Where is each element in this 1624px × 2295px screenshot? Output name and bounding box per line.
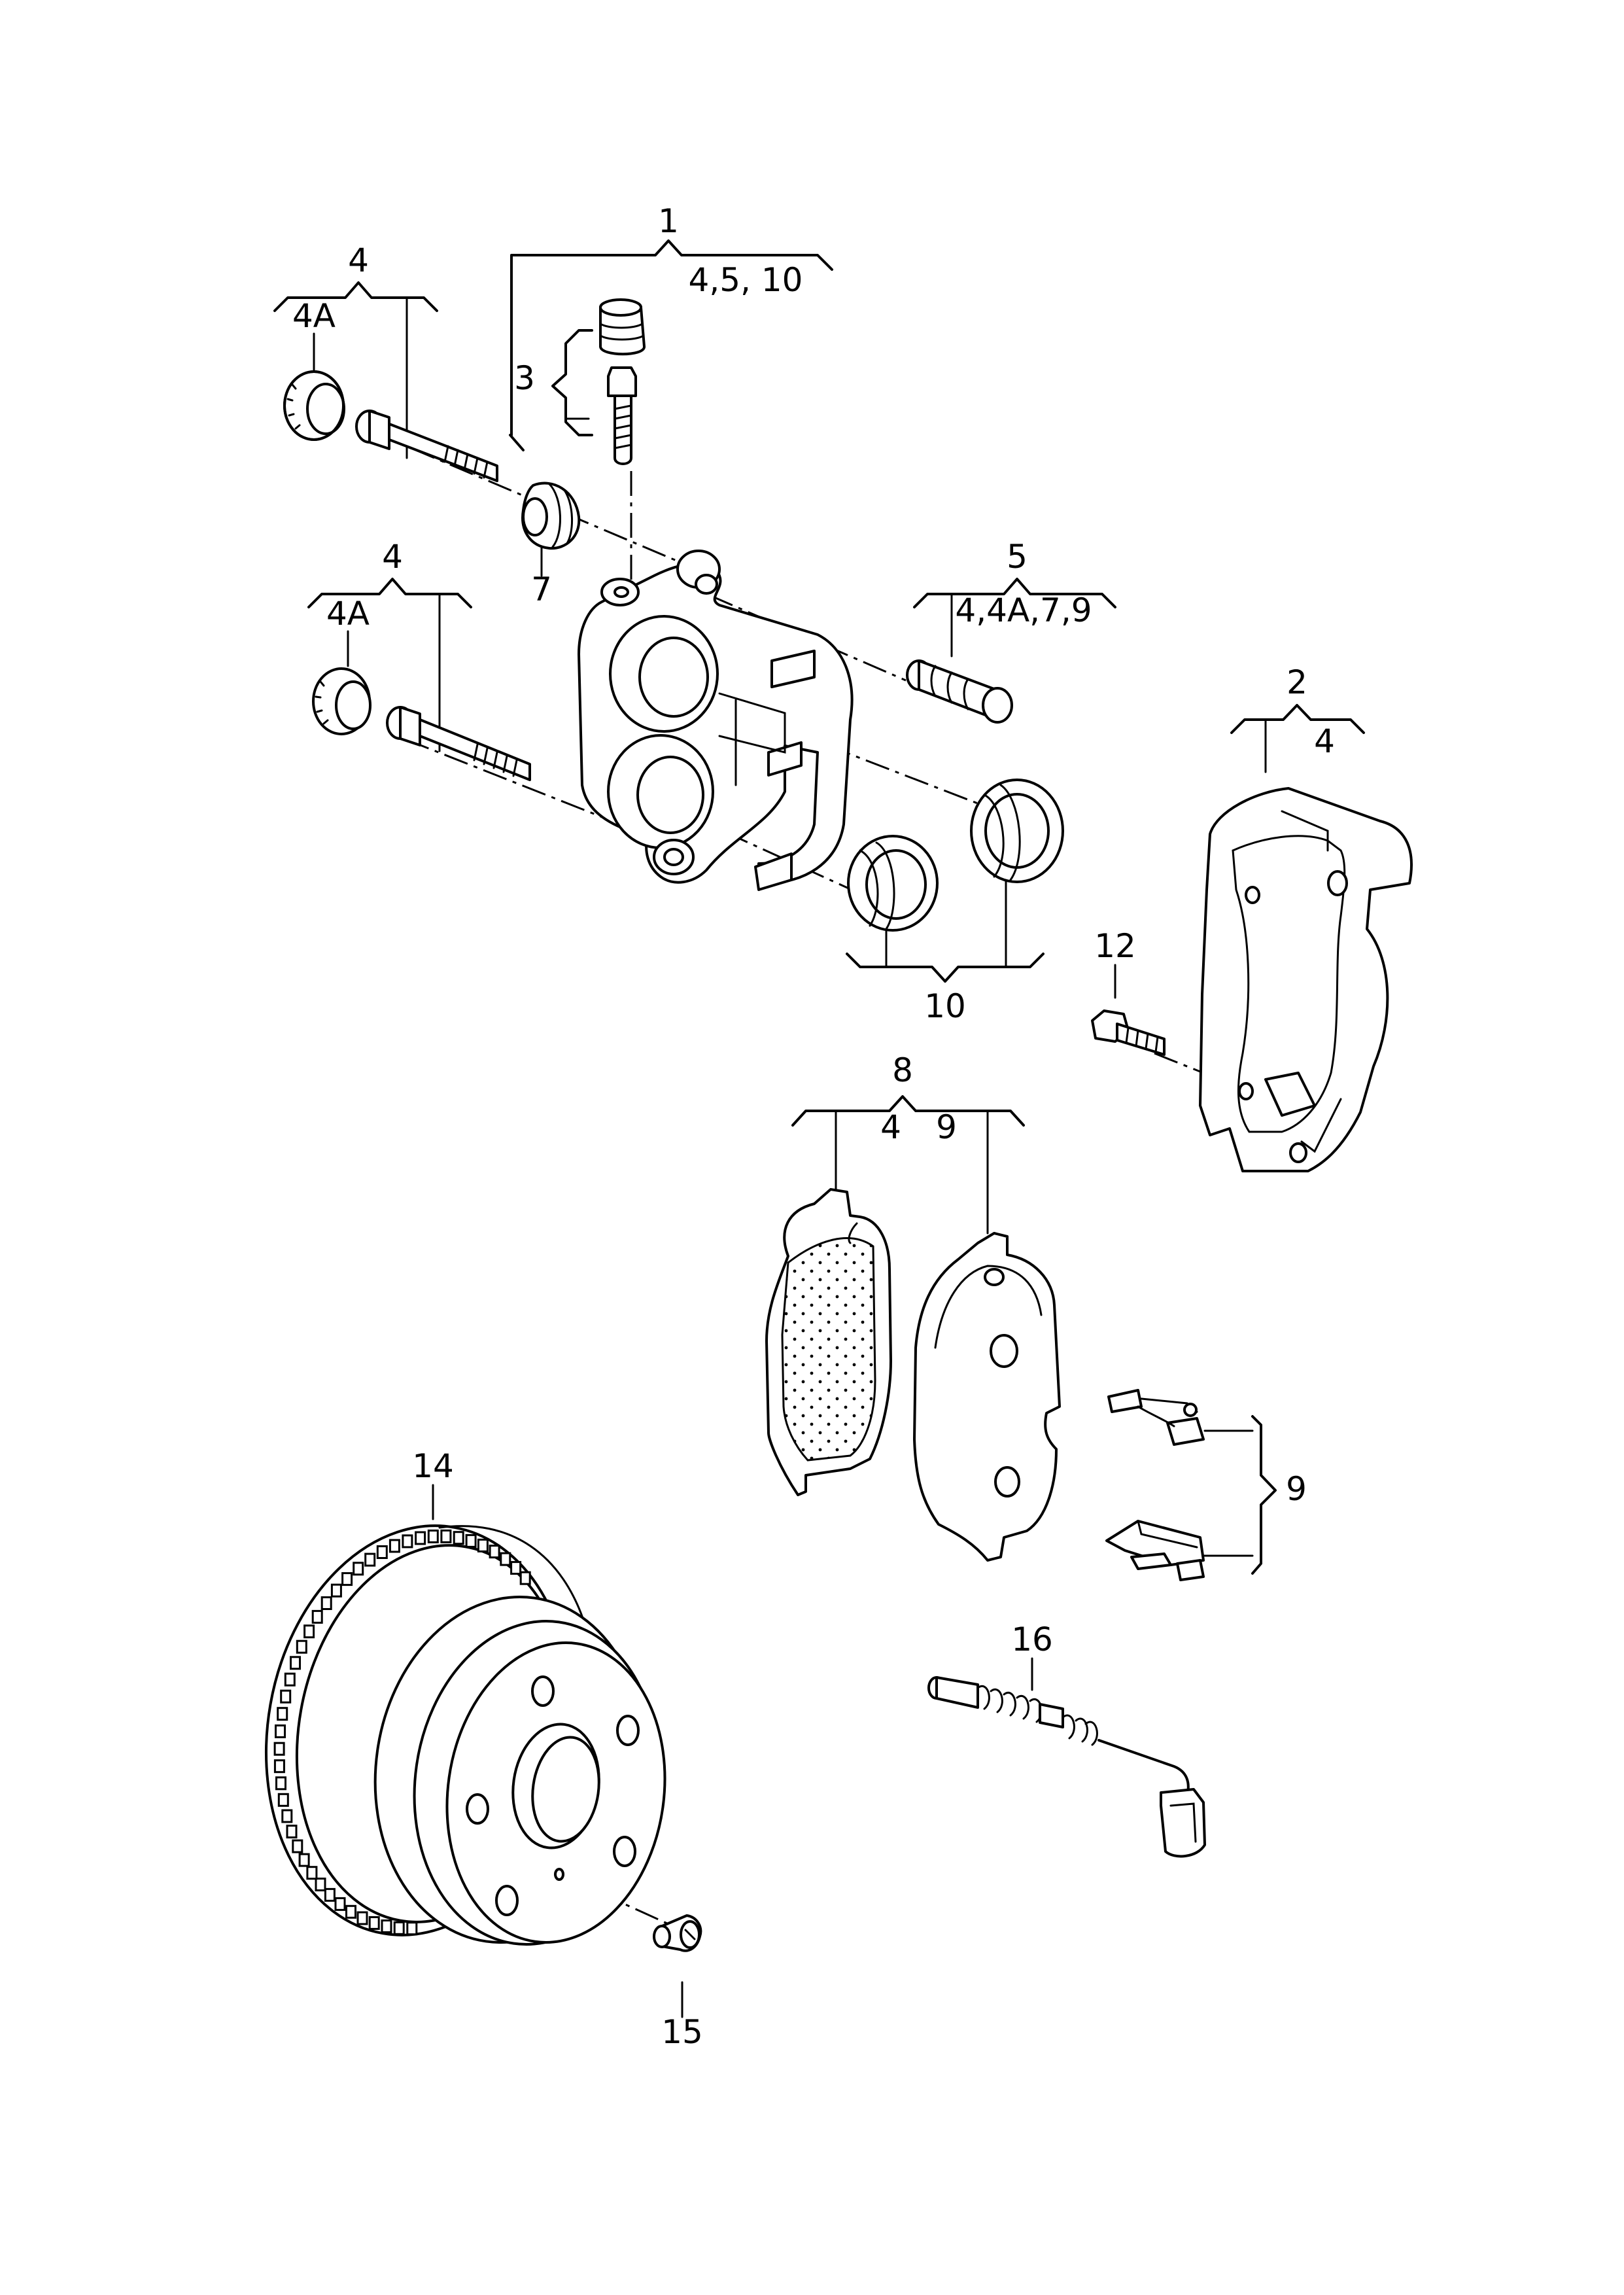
vent-slot <box>364 1552 376 1567</box>
label-5: 5 <box>1007 538 1028 576</box>
vent-slot <box>345 1904 356 1919</box>
label-12: 12 <box>1094 927 1136 965</box>
vent-slot <box>284 1672 296 1687</box>
vent-slot <box>510 1561 522 1575</box>
label-8: 8 <box>892 1051 913 1089</box>
label-10: 10 <box>924 987 966 1025</box>
label-4a-mid: 4A <box>326 595 370 633</box>
vent-slot <box>465 1533 477 1548</box>
disc-screw-15 <box>653 1914 702 1952</box>
vent-slot <box>402 1534 413 1549</box>
label-1: 1 <box>658 202 679 240</box>
disc-vent-holes <box>273 1529 531 1936</box>
vent-slot <box>324 1887 336 1902</box>
vent-slot <box>315 1878 326 1891</box>
vent-slot <box>292 1839 303 1853</box>
vent-slot <box>427 1530 439 1543</box>
guide-bolt-top <box>355 410 498 482</box>
label-7: 7 <box>531 570 552 608</box>
label-4a-top: 4A <box>292 297 336 335</box>
vent-slot <box>281 1809 293 1823</box>
vent-slot <box>320 1596 332 1610</box>
label-4-top: 4 <box>348 241 369 279</box>
bleeder-cap <box>599 298 646 356</box>
vent-slot <box>286 1825 298 1839</box>
vent-slot <box>273 1759 285 1774</box>
label-8-sub-b: 9 <box>936 1108 957 1146</box>
vent-slot <box>489 1545 500 1559</box>
vent-slot <box>453 1531 464 1545</box>
vent-slot <box>311 1609 323 1624</box>
vent-slot <box>277 1707 288 1721</box>
vent-slot <box>389 1539 400 1553</box>
guide-sleeve-5 <box>906 659 1013 724</box>
brake-pad-inner <box>765 1188 892 1496</box>
piston-seal-small <box>847 835 939 932</box>
brake-caliper-housing <box>578 550 854 891</box>
vent-slot <box>368 1916 380 1930</box>
label-4-mid: 4 <box>382 538 403 576</box>
vent-slot <box>290 1656 301 1670</box>
vent-slot <box>519 1571 531 1585</box>
vent-slot <box>381 1919 392 1933</box>
anti-rattle-clip-upper <box>1107 1389 1205 1446</box>
piston-seal-large <box>970 779 1064 883</box>
vent-slot <box>298 1853 310 1867</box>
label-16: 16 <box>1011 1621 1053 1658</box>
bush-4a-mid <box>312 667 371 735</box>
label-3: 3 <box>514 359 535 397</box>
vent-slot <box>275 1724 286 1738</box>
brake-disc <box>264 1524 666 1946</box>
vent-slot <box>477 1538 489 1552</box>
vent-slot <box>303 1624 315 1639</box>
anti-rattle-clip-lower <box>1105 1520 1205 1581</box>
label-9: 9 <box>1286 1470 1307 1508</box>
vent-slot <box>277 1793 289 1807</box>
carrier-bolt-12 <box>1091 1009 1166 1056</box>
vent-slot <box>296 1639 307 1654</box>
vent-slot <box>334 1897 346 1911</box>
brake-pad-outer <box>913 1232 1061 1562</box>
bush-4a-top <box>283 370 345 441</box>
label-2: 2 <box>1287 663 1307 701</box>
wear-sensor-16 <box>927 1676 1206 1858</box>
vent-slot <box>280 1689 292 1704</box>
caliper-carrier <box>1199 787 1413 1172</box>
leader-lines <box>273 239 1365 2018</box>
label-14: 14 <box>412 1447 454 1485</box>
label-15: 15 <box>661 2013 703 2051</box>
label-5-sub: 4,4A,7,9 <box>955 591 1092 629</box>
vent-slot <box>500 1552 511 1566</box>
vent-slot <box>275 1776 286 1791</box>
part-labels: 1 4,5, 10 3 4 4A 7 4 4A 5 4,4A,7,9 2 4 1… <box>292 202 1335 2051</box>
label-2-sub: 4 <box>1314 722 1335 760</box>
vent-slot <box>356 1911 368 1925</box>
bleeder-valve <box>607 366 637 465</box>
label-1-sub: 4,5, 10 <box>689 261 803 299</box>
vent-slot <box>353 1562 364 1576</box>
label-8-sub-a: 4 <box>880 1108 901 1146</box>
vent-slot <box>393 1921 405 1935</box>
vent-slot <box>330 1583 342 1598</box>
vent-slot <box>306 1866 318 1880</box>
vent-slot <box>406 1921 418 1936</box>
vent-slot <box>415 1531 426 1545</box>
vent-slot <box>273 1742 285 1756</box>
guide-bolt-mid <box>386 706 531 781</box>
vent-slot <box>376 1545 388 1559</box>
vent-slot <box>440 1529 452 1543</box>
rubber-bush-7 <box>521 482 581 550</box>
vent-slot <box>341 1572 353 1586</box>
